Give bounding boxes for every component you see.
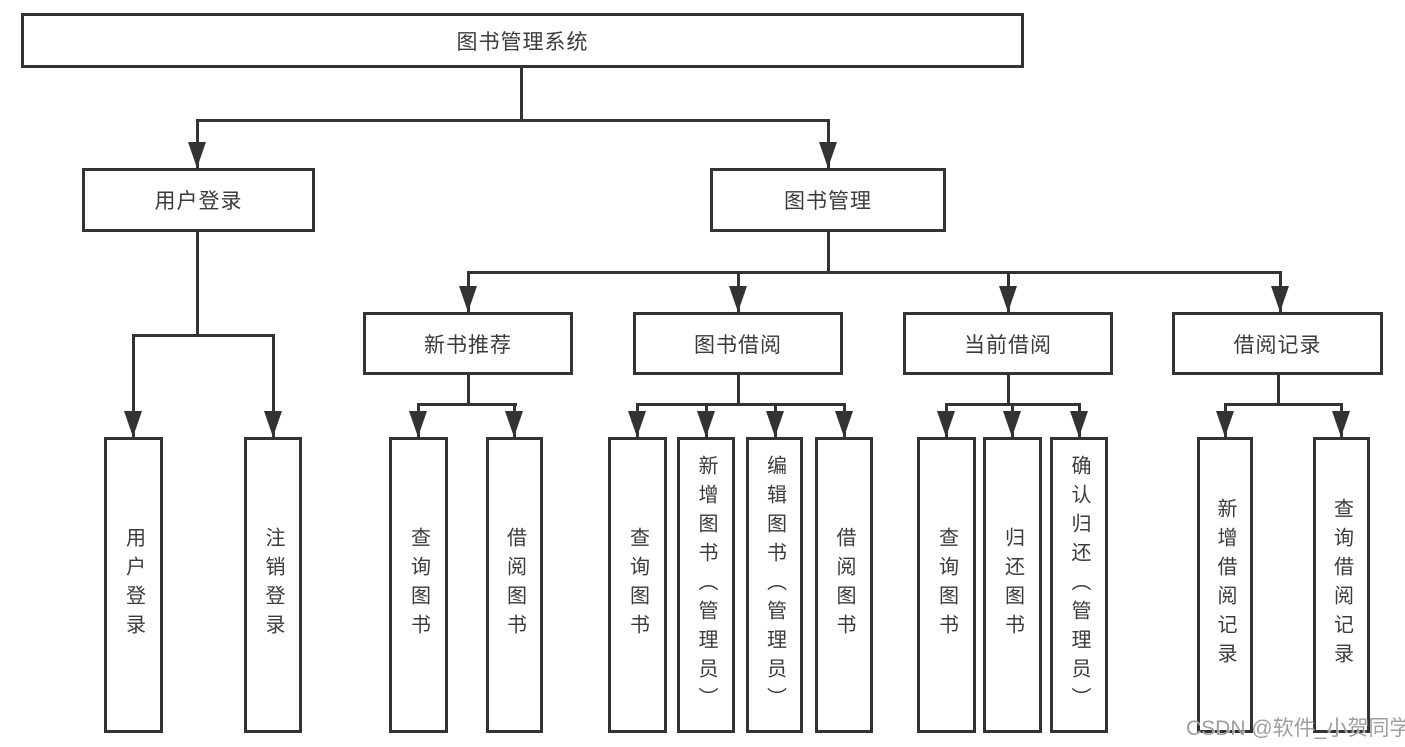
leaf-current-return-books: 归还图书 bbox=[983, 437, 1042, 733]
leaf-borrow-edit-books-label: 编辑图书（管理员） bbox=[763, 454, 786, 716]
leaf-current-query-books: 查询图书 bbox=[917, 437, 976, 733]
leaf-borrow-edit-books: 编辑图书（管理员） bbox=[746, 437, 803, 733]
leaf-recommend-borrow-books: 借阅图书 bbox=[486, 437, 543, 733]
connector-line bbox=[1277, 375, 1280, 406]
node-current-borrow: 当前借阅 bbox=[903, 312, 1113, 375]
arrow-down-icon bbox=[1271, 286, 1289, 312]
leaf-borrow-add-books: 新增图书（管理员） bbox=[677, 437, 735, 733]
node-library-system: 图书管理系统 bbox=[21, 13, 1024, 68]
node-book-management-label: 图书管理 bbox=[784, 190, 872, 213]
connector-line bbox=[132, 334, 135, 437]
arrow-down-icon bbox=[1216, 411, 1234, 437]
arrow-down-icon bbox=[1332, 411, 1350, 437]
arrow-down-icon bbox=[835, 411, 853, 437]
leaf-current-confirm-return: 确认归还（管理员） bbox=[1050, 437, 1108, 733]
arrow-down-icon bbox=[819, 142, 837, 168]
arrow-down-icon bbox=[264, 411, 282, 437]
leaf-current-return-books-label: 归还图书 bbox=[1001, 527, 1024, 643]
leaf-recommend-query-books-label: 查询图书 bbox=[407, 527, 430, 643]
arrow-down-icon bbox=[999, 286, 1017, 312]
node-book-borrow-label: 图书借阅 bbox=[694, 333, 782, 357]
leaf-borrow-borrow-books-label: 借阅图书 bbox=[833, 527, 855, 643]
arrow-down-icon bbox=[459, 286, 477, 312]
arrow-down-icon bbox=[1070, 411, 1088, 437]
arrow-down-icon bbox=[697, 411, 715, 437]
leaf-logout-label: 注销登录 bbox=[262, 527, 284, 643]
leaf-borrow-borrow-books: 借阅图书 bbox=[815, 437, 873, 733]
leaf-borrow-add-books-label: 新增图书（管理员） bbox=[695, 454, 717, 716]
connector-line bbox=[827, 232, 830, 274]
arrow-down-icon bbox=[409, 411, 427, 437]
connector-line bbox=[467, 375, 470, 406]
leaf-borrow-query-books-label: 查询图书 bbox=[626, 527, 649, 643]
connector-line bbox=[132, 334, 275, 337]
leaf-borrow-query-books: 查询图书 bbox=[608, 437, 667, 733]
node-new-book-recommend: 新书推荐 bbox=[363, 312, 573, 375]
arrow-down-icon bbox=[766, 411, 784, 437]
connector-line bbox=[636, 403, 846, 406]
connector-line bbox=[417, 403, 517, 406]
arrow-down-icon bbox=[937, 411, 955, 437]
leaf-recommend-query-books: 查询图书 bbox=[389, 437, 448, 733]
arrow-down-icon bbox=[628, 411, 646, 437]
arrow-down-icon bbox=[124, 411, 142, 437]
leaf-recommend-borrow-books-label: 借阅图书 bbox=[503, 527, 526, 643]
node-book-borrow: 图书借阅 bbox=[633, 312, 843, 375]
node-user-login: 用户登录 bbox=[82, 168, 315, 232]
connector-line bbox=[737, 375, 740, 406]
watermark: CSDN @软件_小贺同学 bbox=[1186, 717, 1405, 740]
arrow-down-icon bbox=[1003, 411, 1021, 437]
connector-line bbox=[1007, 375, 1010, 406]
node-borrow-records-label: 借阅记录 bbox=[1233, 333, 1322, 357]
node-user-login-label: 用户登录 bbox=[154, 190, 243, 213]
arrow-down-icon bbox=[505, 411, 523, 437]
leaf-user-login: 用户登录 bbox=[104, 437, 163, 733]
leaf-records-query-record-label: 查询借阅记录 bbox=[1330, 498, 1353, 672]
connector-line bbox=[520, 68, 523, 120]
leaf-records-add-record: 新增借阅记录 bbox=[1197, 437, 1253, 733]
arrow-down-icon bbox=[188, 142, 206, 168]
node-new-book-recommend-label: 新书推荐 bbox=[424, 333, 512, 357]
connector-line bbox=[196, 119, 830, 122]
node-library-system-label: 图书管理系统 bbox=[456, 30, 589, 54]
leaf-current-confirm-return-label: 确认归还（管理员） bbox=[1068, 454, 1090, 716]
leaf-logout: 注销登录 bbox=[244, 437, 302, 733]
connector-line bbox=[272, 334, 275, 437]
leaf-current-query-books-label: 查询图书 bbox=[935, 527, 958, 643]
leaf-records-add-record-label: 新增借阅记录 bbox=[1214, 498, 1236, 672]
connector-line bbox=[196, 232, 199, 337]
node-borrow-records: 借阅记录 bbox=[1172, 312, 1383, 375]
node-current-borrow-label: 当前借阅 bbox=[964, 333, 1052, 357]
node-book-management: 图书管理 bbox=[710, 168, 946, 232]
leaf-user-login-label: 用户登录 bbox=[122, 527, 145, 643]
connector-line bbox=[1224, 403, 1343, 406]
arrow-down-icon bbox=[729, 286, 747, 312]
connector-line bbox=[467, 271, 1282, 274]
leaf-records-query-record: 查询借阅记录 bbox=[1313, 437, 1370, 733]
